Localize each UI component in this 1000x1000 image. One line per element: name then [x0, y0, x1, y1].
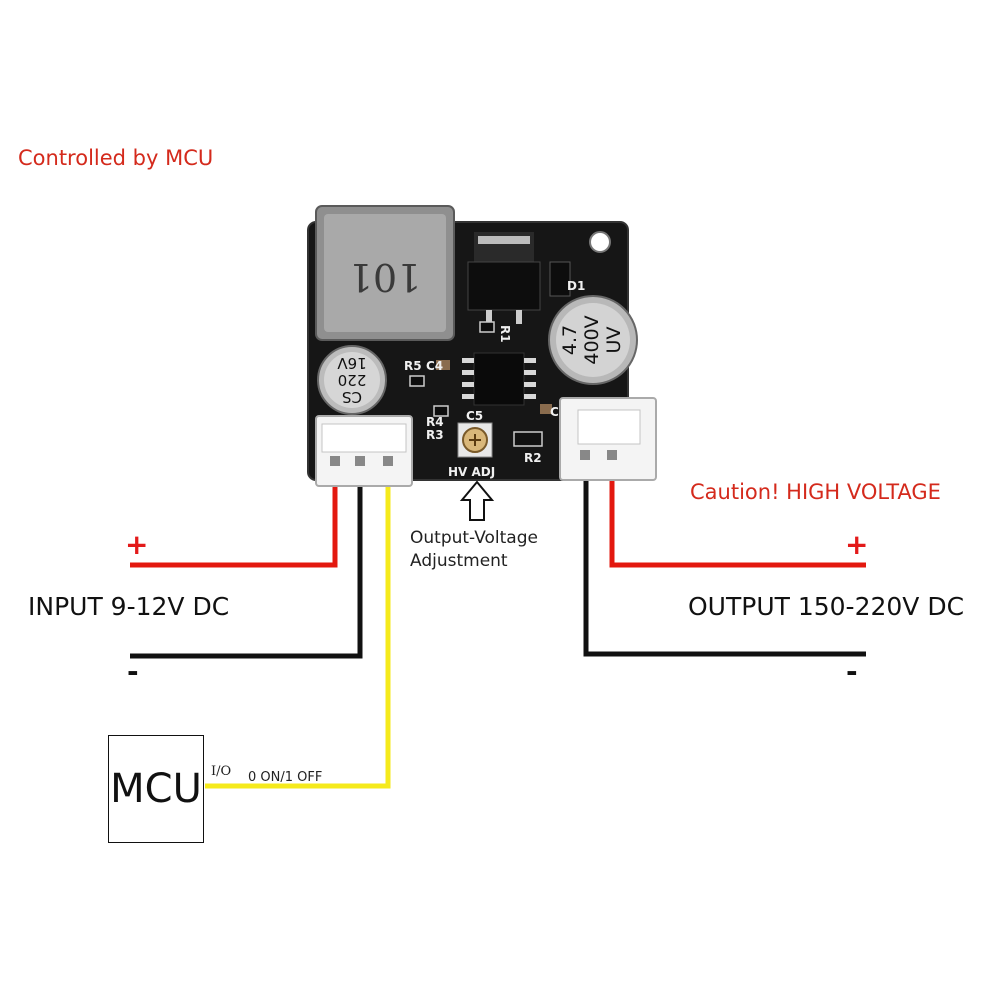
cap-left-marking-3: CS	[342, 388, 362, 406]
silk-r3: R3	[426, 428, 444, 442]
input-negative-wire	[130, 470, 363, 659]
output-negative-sign: -	[846, 655, 858, 688]
input-negative-sign: -	[127, 655, 139, 688]
adjustment-label-line2: Adjustment	[410, 551, 508, 571]
on-off-label: 0 ON/1 OFF	[248, 770, 323, 785]
cap-left-marking-2: 220	[338, 371, 367, 389]
capacitor-right: 4.7 400V UV	[548, 295, 638, 385]
diagram-title: Controlled by MCU	[18, 146, 214, 170]
silk-r2: R2	[524, 451, 542, 465]
input-positive-wire	[130, 470, 338, 568]
capacitor-c4	[436, 360, 450, 370]
output-connector	[559, 397, 657, 481]
adjustment-arrow-icon	[459, 480, 495, 521]
silk-c5: C5	[466, 409, 483, 423]
mounting-hole	[589, 231, 611, 253]
adjustment-label: Output-Voltage Adjustment	[410, 527, 538, 573]
resistor-r2	[513, 431, 543, 447]
io-pin-label: I/O	[211, 764, 232, 779]
silk-d1: D1	[567, 279, 585, 293]
resistor-r4	[433, 405, 449, 417]
output-negative-wire	[583, 470, 866, 657]
diode-d1	[549, 261, 571, 297]
input-voltage-label: INPUT 9-12V DC	[28, 592, 230, 621]
input-connector	[315, 415, 413, 487]
cap-right-marking-3: UV	[603, 327, 625, 354]
resistor-r5	[409, 375, 425, 387]
high-voltage-warning: Caution! HIGH VOLTAGE	[690, 480, 941, 504]
resistor-r1	[479, 321, 495, 333]
cap-right-marking-2: 400V	[581, 315, 603, 364]
output-positive-sign: +	[845, 528, 869, 561]
input-positive-sign: +	[125, 528, 149, 561]
cap-right-marking-1: 4.7	[559, 325, 581, 355]
mcu-box: MCU	[108, 735, 204, 843]
silk-r1: R1	[498, 325, 512, 343]
output-voltage-label: OUTPUT 150-220V DC	[688, 592, 965, 621]
silk-r5: R5	[404, 359, 422, 373]
inductor: 101	[315, 205, 455, 341]
silk-c4: C4	[426, 359, 443, 373]
control-signal-wire	[205, 470, 391, 789]
output-positive-wire	[609, 470, 866, 568]
trimmer-potentiometer	[457, 422, 493, 458]
silk-hv-adj: HV ADJ	[448, 465, 495, 479]
capacitor-c2	[540, 404, 552, 414]
controller-ic	[462, 352, 536, 406]
inductor-marking: 101	[349, 255, 422, 299]
mosfet	[467, 232, 541, 324]
silk-r4: R4	[426, 415, 444, 429]
adjustment-label-line1: Output-Voltage	[410, 528, 538, 548]
cap-left-marking-1: 16V	[337, 354, 367, 372]
capacitor-left: 16V 220 CS	[317, 345, 387, 415]
